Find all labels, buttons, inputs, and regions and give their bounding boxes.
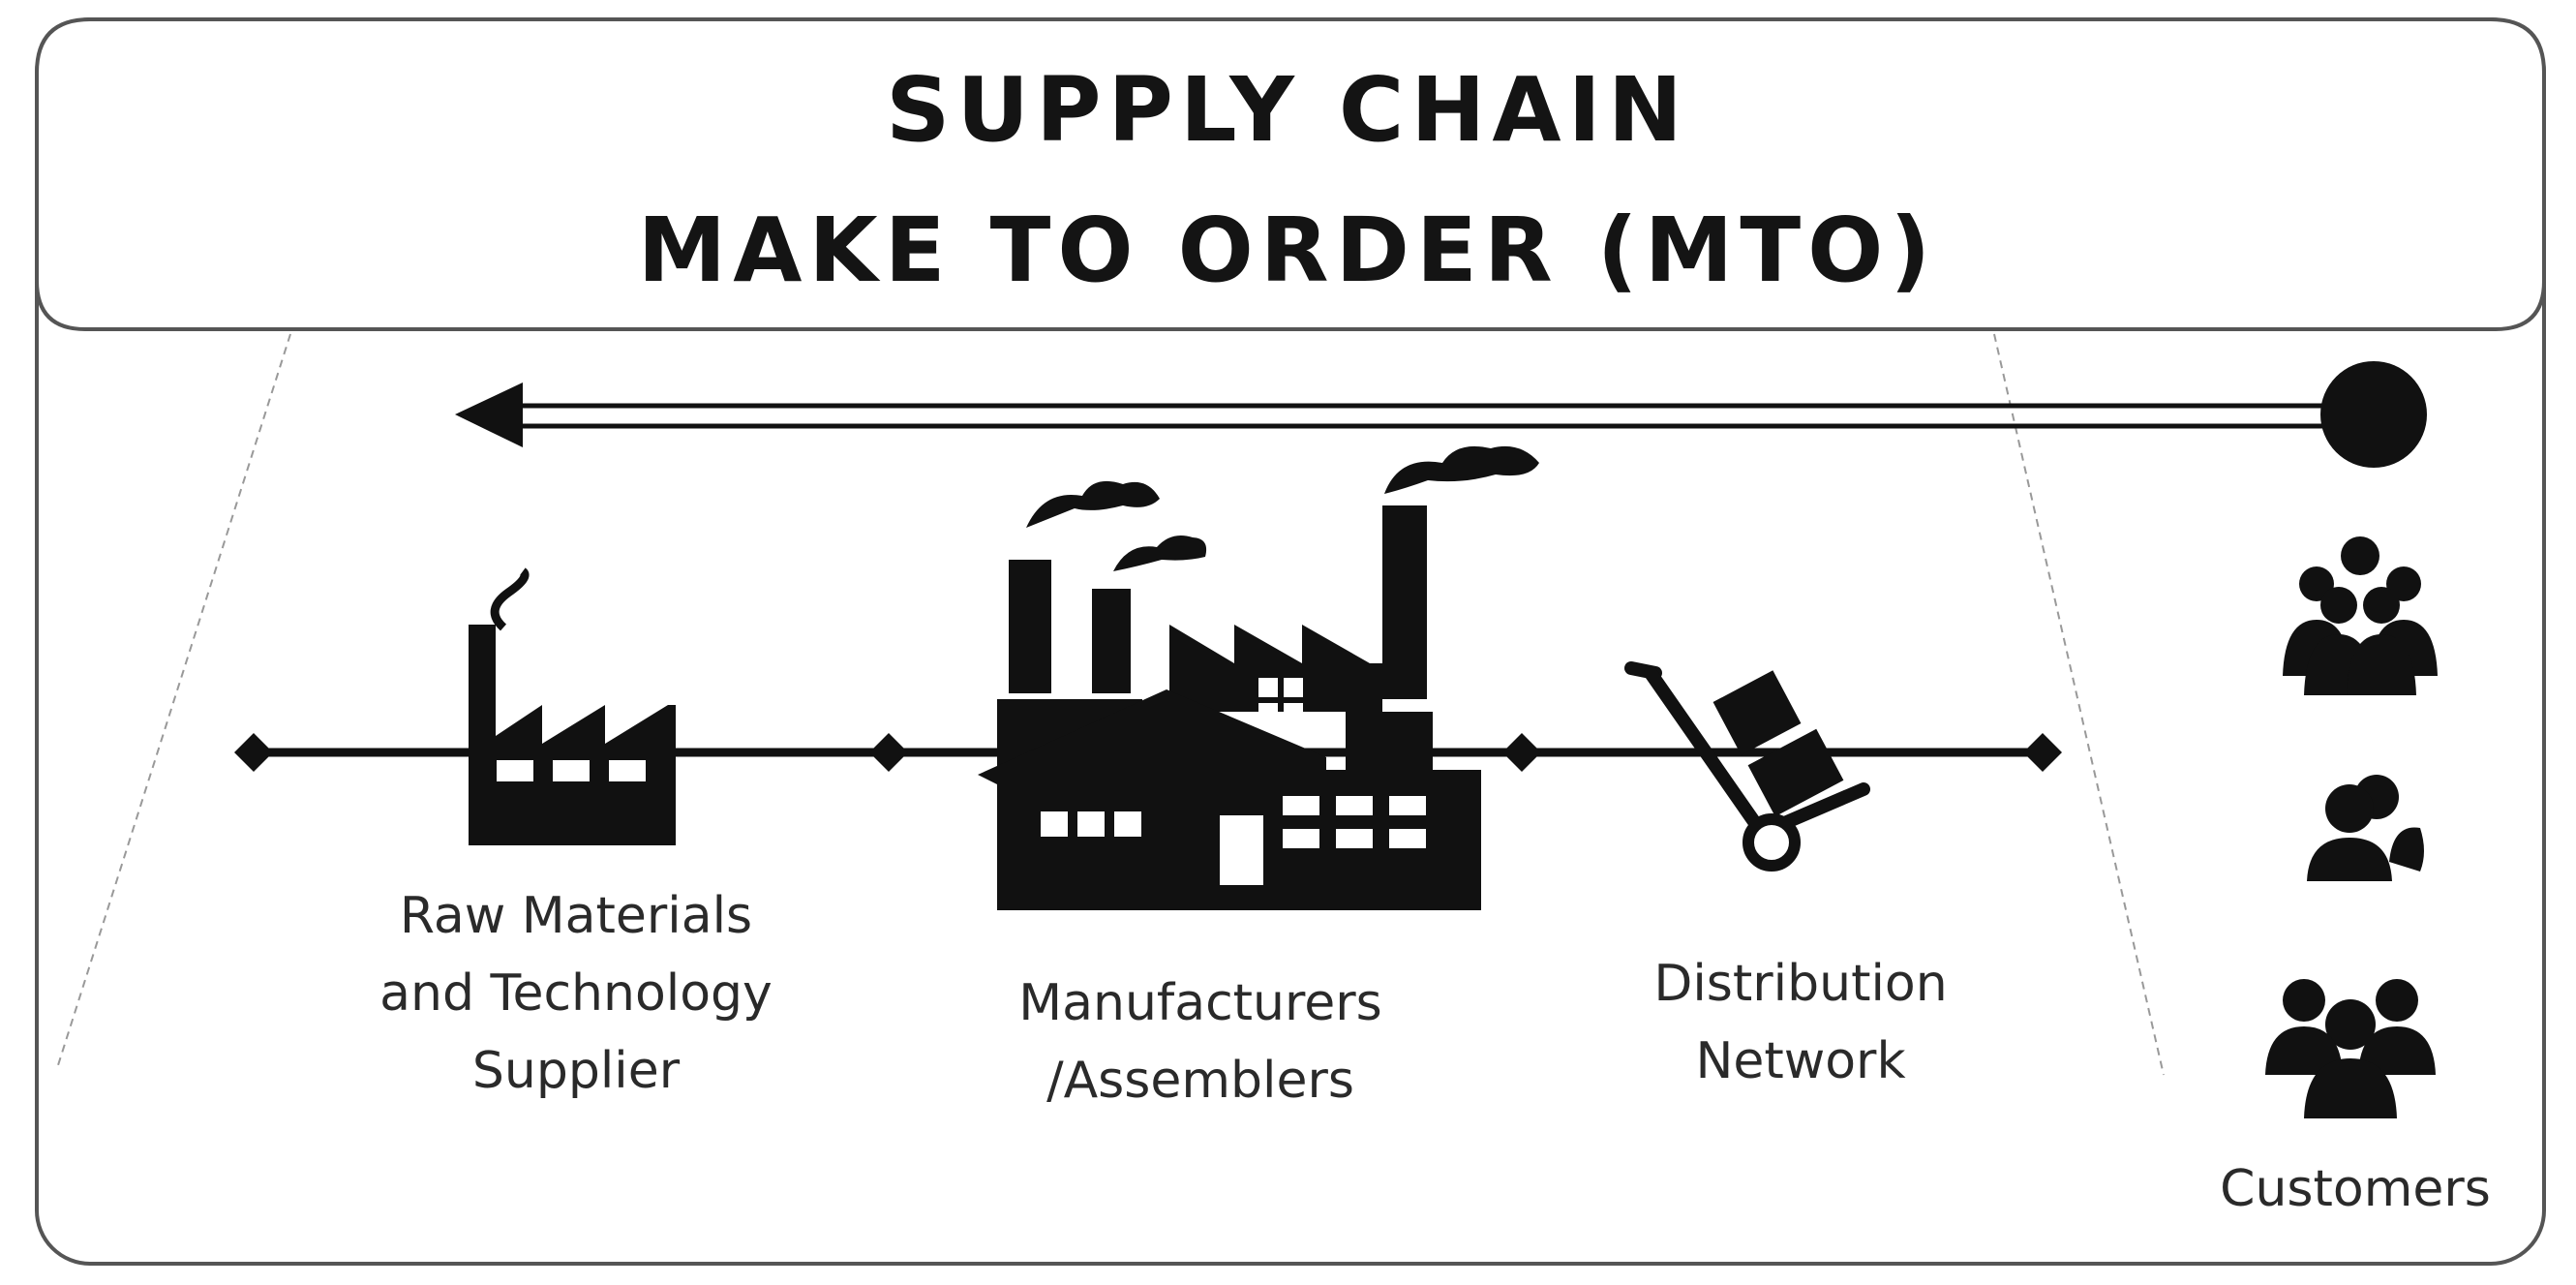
stage-label-manufacturers-line-2: /Assemblers	[1046, 1052, 1354, 1110]
title-banner	[35, 17, 2546, 331]
node-marker	[2023, 733, 2062, 772]
funnel-line-left	[57, 333, 291, 1066]
node-marker	[869, 733, 908, 772]
stage-label-customers: Customers	[2220, 1160, 2491, 1218]
node-marker	[1502, 733, 1541, 772]
large-factory-icon	[978, 445, 1539, 910]
stage-label-manufacturers-line-1: Manufacturers	[1018, 974, 1381, 1032]
order-flow-arrow	[455, 361, 2427, 468]
node-marker	[234, 733, 273, 772]
hand-truck-icon	[1624, 661, 1870, 872]
stage-label-raw-materials-line-2: and Technology	[379, 964, 773, 1023]
stage-label-raw-materials-line-1: Raw Materials	[400, 887, 752, 945]
stage-label-distribution-line-1: Distribution	[1653, 955, 1947, 1013]
small-factory-icon	[469, 567, 676, 845]
title-line-2: MAKE TO ORDER (MTO)	[638, 199, 1938, 302]
stage-label-raw-materials-line-3: Supplier	[472, 1042, 681, 1100]
title-line-1: SUPPLY CHAIN	[886, 58, 1689, 162]
customer-order-dot	[2320, 361, 2427, 468]
stage-label-distribution-line-2: Network	[1695, 1032, 1905, 1090]
funnel-line-right	[1993, 333, 2165, 1076]
customer-groups-icon	[2265, 536, 2438, 1118]
